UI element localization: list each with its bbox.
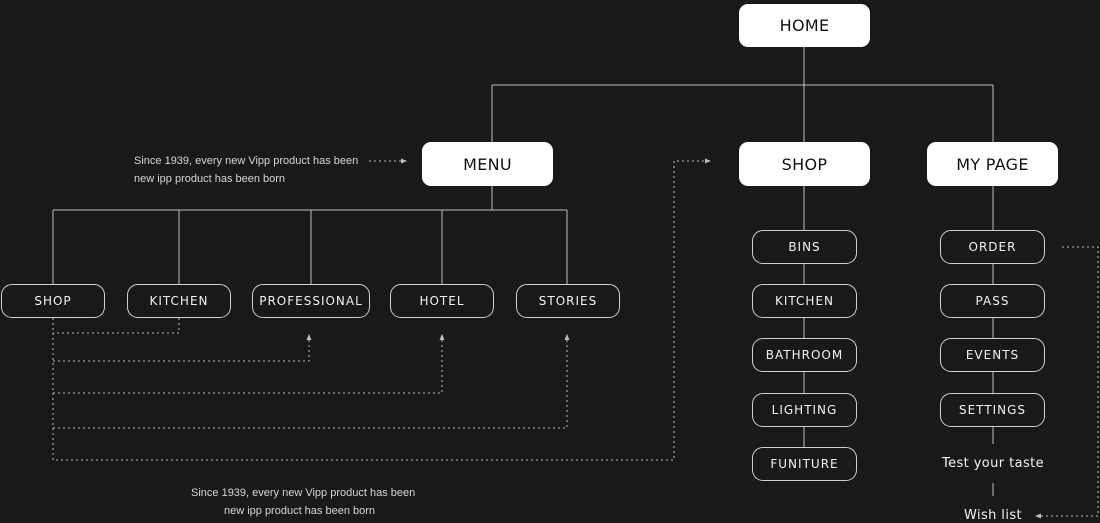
shop-item-label: BINS [788,240,821,254]
note-line: new ipp product has been born [134,173,286,185]
menu-item-label: KITCHEN [149,294,209,308]
my-page-item-settings[interactable]: SETTINGS [940,393,1045,427]
shop-item-label: FUNITURE [770,457,839,471]
shop-item-bins[interactable]: BINS [752,230,857,264]
my-page-item-label: EVENTS [965,348,1020,362]
shop-item-label: KITCHEN [775,294,834,308]
note-line: new ipp product has been born [223,505,376,517]
wish-list-link[interactable]: Wish list [963,508,1023,523]
my-page-item-label: ORDER [968,240,1017,254]
shop-node[interactable]: SHOP [739,142,870,186]
menu-item-kitchen[interactable]: KITCHEN [127,284,231,318]
my-page-item-label: PASS [975,294,1010,308]
menu-item-label: STORIES [538,294,598,308]
menu-item-stories[interactable]: STORIES [516,284,620,318]
home-node[interactable]: HOME [739,4,870,47]
my-page-node[interactable]: MY PAGE [927,142,1058,186]
my-page-label: MY PAGE [956,154,1029,174]
menu-item-label: SHOP [34,294,72,308]
note-line: Since 1939, every new Vipp product has b… [134,155,359,167]
shop-item-funiture[interactable]: FUNITURE [752,447,857,481]
menu-item-label: PROFESSIONAL [259,294,363,308]
menu-label: MENU [463,154,512,174]
menu-node[interactable]: MENU [422,142,553,186]
menu-item-label: HOTEL [419,294,465,308]
note-menu: Since 1939, every new Vipp product has b… [134,152,358,188]
note-line: Since 1939, every new Vipp product has b… [191,487,416,499]
shop-item-label: BATHROOM [765,348,844,362]
home-label: HOME [779,16,830,35]
my-page-item-pass[interactable]: PASS [940,284,1045,318]
my-page-item-order[interactable]: ORDER [940,230,1045,264]
shop-item-bathroom[interactable]: BATHROOM [752,338,857,372]
menu-item-professional[interactable]: PROFESSIONAL [252,284,370,318]
menu-item-hotel[interactable]: HOTEL [390,284,494,318]
shop-item-kitchen[interactable]: KITCHEN [752,284,857,318]
my-page-item-label: SETTINGS [958,403,1027,417]
note-bottom: Since 1939, every new Vipp product has b… [191,484,416,520]
shop-item-lighting[interactable]: LIGHTING [752,393,857,427]
test-your-taste-link[interactable]: Test your taste [941,456,1045,471]
menu-item-shop[interactable]: SHOP [1,284,105,318]
shop-item-label: LIGHTING [771,403,838,417]
my-page-item-events[interactable]: EVENTS [940,338,1045,372]
shop-label: SHOP [781,154,828,174]
